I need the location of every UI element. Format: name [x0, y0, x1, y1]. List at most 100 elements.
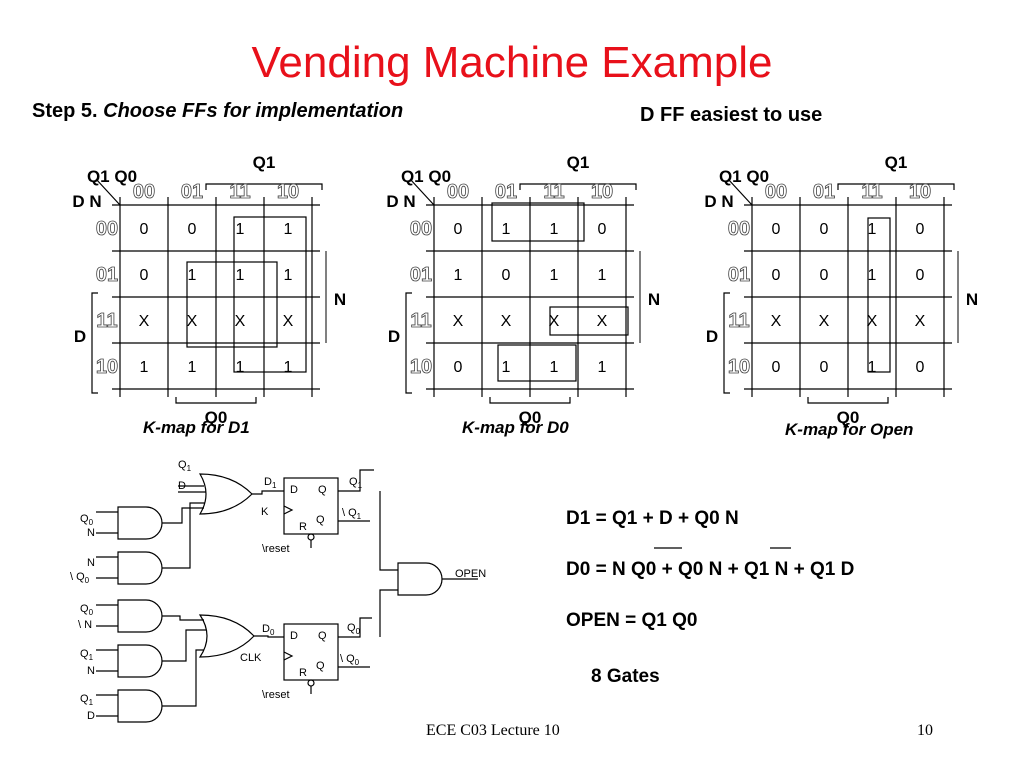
kmap-corner-top-label: Q1 Q0	[87, 167, 137, 186]
and3-input-n-bar: \ N	[78, 619, 92, 631]
kmap-row-code: 00	[410, 218, 432, 240]
open-output-label: OPEN	[455, 568, 486, 580]
kmap-caption-d0: K-map for D0	[462, 418, 569, 437]
and3-input-q0: Q0	[80, 603, 94, 617]
kmap-top-var-label: Q1	[885, 153, 908, 172]
kmap-side-right-label: N	[334, 290, 346, 309]
kmap-loop	[491, 202, 585, 242]
kmap-q1-bracket	[837, 183, 955, 190]
ff1-d-label: D	[290, 484, 298, 496]
kmap-loop	[186, 261, 278, 348]
kmap-col-code: 00	[447, 181, 469, 203]
kmap-cell: 0	[916, 359, 925, 376]
kmap-corner-side-label: D N	[72, 192, 101, 211]
kmap-cell: 0	[820, 221, 829, 238]
kmap-cell: 0	[820, 359, 829, 376]
kmap-side-left-label: D	[388, 327, 400, 346]
kmap-cell: X	[549, 313, 560, 330]
or-gate-d1	[198, 473, 253, 515]
or1-input-d: D	[178, 480, 186, 492]
and4-input-n: N	[87, 665, 95, 677]
and5-input-q1: Q1	[80, 693, 94, 707]
kmap-cell: 1	[868, 267, 877, 284]
ff1-d1-label: D1	[264, 476, 277, 490]
kmap-d-bracket	[91, 292, 98, 394]
and-gate-5	[117, 689, 163, 723]
clock-marker-1	[283, 505, 294, 515]
kmap-col-code: 01	[813, 181, 835, 203]
kmap-col-code: 10	[277, 181, 299, 203]
and1-input-q0: Q0	[80, 513, 94, 527]
and-gate-2	[117, 551, 163, 585]
kmap-cell: 1	[868, 359, 877, 376]
slide-title: Vending Machine Example	[251, 38, 773, 87]
step-label: Step 5.	[32, 100, 98, 122]
kmap-cell: 0	[916, 267, 925, 284]
kmap-row-code: 01	[410, 264, 432, 286]
kmap-col-code: 01	[181, 181, 203, 203]
kmap-side-left-label: D	[74, 327, 86, 346]
kmap-cell: 1	[550, 359, 559, 376]
ff0-d0-label: D0	[262, 623, 275, 637]
kmap-bottom-var-label: Q0	[837, 408, 860, 427]
or1-input-q1: Q1	[178, 459, 192, 473]
dff-note: D FF easiest to use	[640, 104, 823, 126]
kmap-col-code: 10	[591, 181, 613, 203]
kmap-side-left-label: D	[706, 327, 718, 346]
footer-page-number: 10	[917, 722, 933, 739]
kmap-cell: 0	[820, 267, 829, 284]
kmap-cell: 0	[772, 267, 781, 284]
or-gate-d0	[198, 614, 255, 658]
kmap-cell: 0	[454, 221, 463, 238]
kmap-q1-bracket	[205, 183, 323, 190]
kmap-col-code: 00	[133, 181, 155, 203]
step-text: Choose FFs for implementation	[103, 100, 404, 122]
kmap-row-code: 11	[728, 310, 749, 332]
kmap-cell: 1	[284, 359, 293, 376]
kmap-col-code: 00	[765, 181, 787, 203]
kmap-cell: 1	[868, 221, 877, 238]
and1-input-n: N	[87, 527, 95, 539]
and-gate-4	[117, 644, 163, 678]
ff1-qbar-pin-label: Q	[316, 514, 325, 526]
gates-note: 8 Gates	[591, 666, 660, 687]
kmap-cell: X	[139, 313, 150, 330]
kmap-corner-top-label: Q1 Q0	[719, 167, 769, 186]
kmap-row-code: 00	[96, 218, 118, 240]
ff1-r-label: R	[299, 521, 307, 533]
kmap-corner-top-label: Q1 Q0	[401, 167, 451, 186]
ff0-q-label: Q	[318, 630, 327, 642]
kmap-cell: 0	[772, 359, 781, 376]
kmap-d-bracket	[723, 292, 730, 394]
reset-bubble-1	[307, 533, 315, 541]
kmap-corner-diagonal	[95, 178, 121, 206]
and2-input-n: N	[87, 557, 95, 569]
ff0-q0-label: Q0	[347, 622, 361, 636]
ff1-clk-label: K	[261, 506, 269, 518]
clock-marker-0	[283, 651, 294, 661]
kmap-row-code: 10	[410, 356, 432, 378]
kmap-loop	[867, 217, 891, 373]
kmap-bottom-var-label: Q0	[519, 408, 542, 427]
ff0-r-label: R	[299, 667, 307, 679]
kmap-cell: X	[283, 313, 294, 330]
ff1-q-label: Q	[318, 484, 327, 496]
equation-open: OPEN = Q1 Q0	[566, 610, 698, 631]
kmap-cell: 0	[140, 267, 149, 284]
kmap-cell: 1	[140, 359, 149, 376]
kmap-corner-diagonal	[727, 178, 753, 206]
kmap-q0-bracket	[175, 397, 257, 404]
ff0-clk-label: CLK	[240, 652, 262, 664]
reset-bubble-0	[307, 679, 315, 687]
kmap-row-code: 11	[410, 310, 431, 332]
kmap-caption-d1: K-map for D1	[143, 418, 250, 437]
kmap-cell: 1	[550, 221, 559, 238]
ff0-q0-bar-label: \ Q0	[340, 653, 360, 667]
kmap-row-code: 00	[728, 218, 750, 240]
kmap-loop	[549, 306, 629, 336]
kmap-cell: 1	[502, 359, 511, 376]
equation-d0: D0 = N Q0 + Q0 N + Q1 N + Q1 D	[566, 559, 855, 580]
and2-input-q0-bar: \ Q0	[70, 571, 90, 585]
kmap-cell: 0	[502, 267, 511, 284]
